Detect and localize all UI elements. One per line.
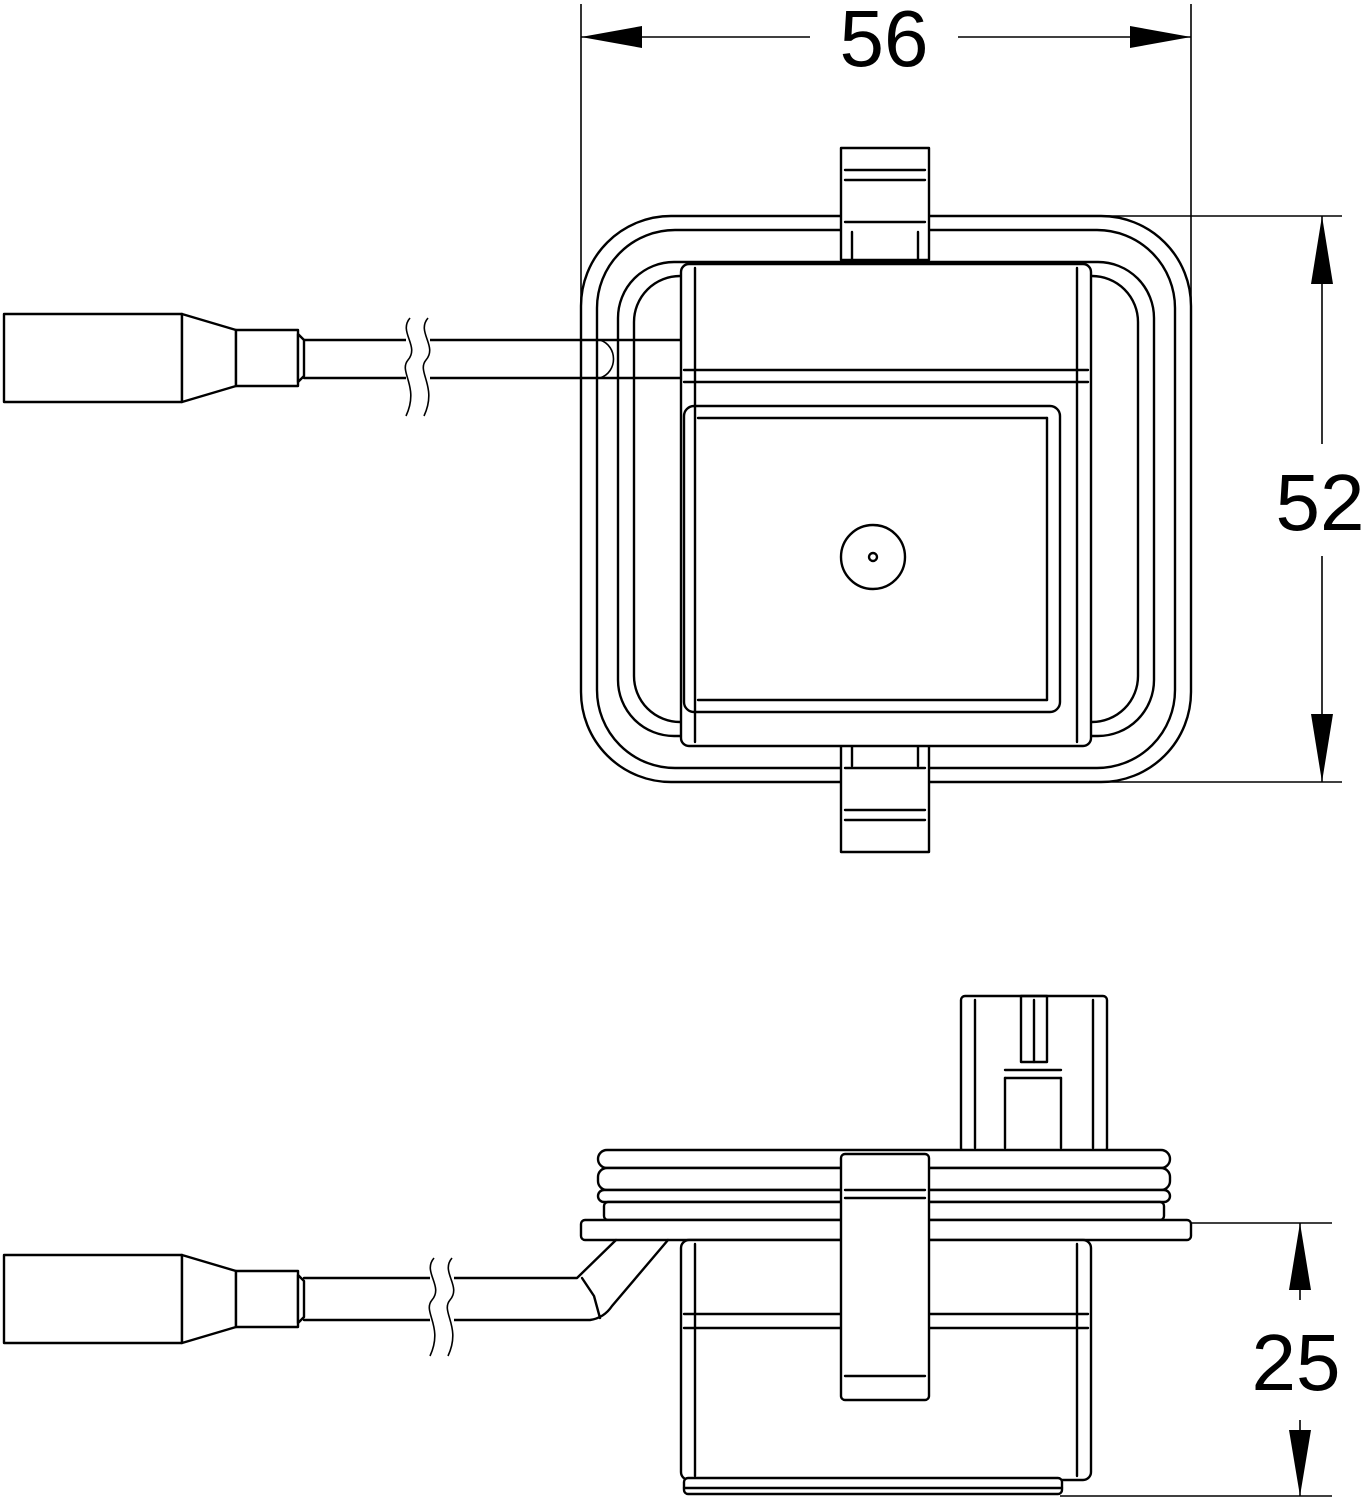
dimension-width: 56 [581,0,1191,83]
dimension-depth: 25 [1252,1223,1341,1496]
cable-plug-sleeve [234,328,300,388]
top-clip [839,146,931,262]
bottom-clip [839,740,931,854]
sensor-body [679,262,1093,748]
cable-side-wire-bottom [302,1238,670,1322]
cable-plug-taper [180,312,238,404]
cable-side-plug-body [2,1253,184,1345]
sensor-eye-icon [839,523,907,591]
cable-top-view [2,312,688,417]
side-top-connector [959,994,1109,1154]
side-view: 25 [2,994,1341,1497]
sensor-window [682,404,1062,714]
side-clip [839,1152,931,1402]
dimension-height: 52 [1276,216,1365,782]
dimension-height-label: 52 [1276,458,1365,547]
cable-side-wire-top [302,1238,618,1280]
dimension-width-label: 56 [840,0,929,83]
cable-side-view [2,1238,670,1357]
dimension-depth-label: 25 [1252,1318,1341,1407]
top-view: 56 52 [2,0,1365,854]
cable-plug-body [2,312,184,404]
